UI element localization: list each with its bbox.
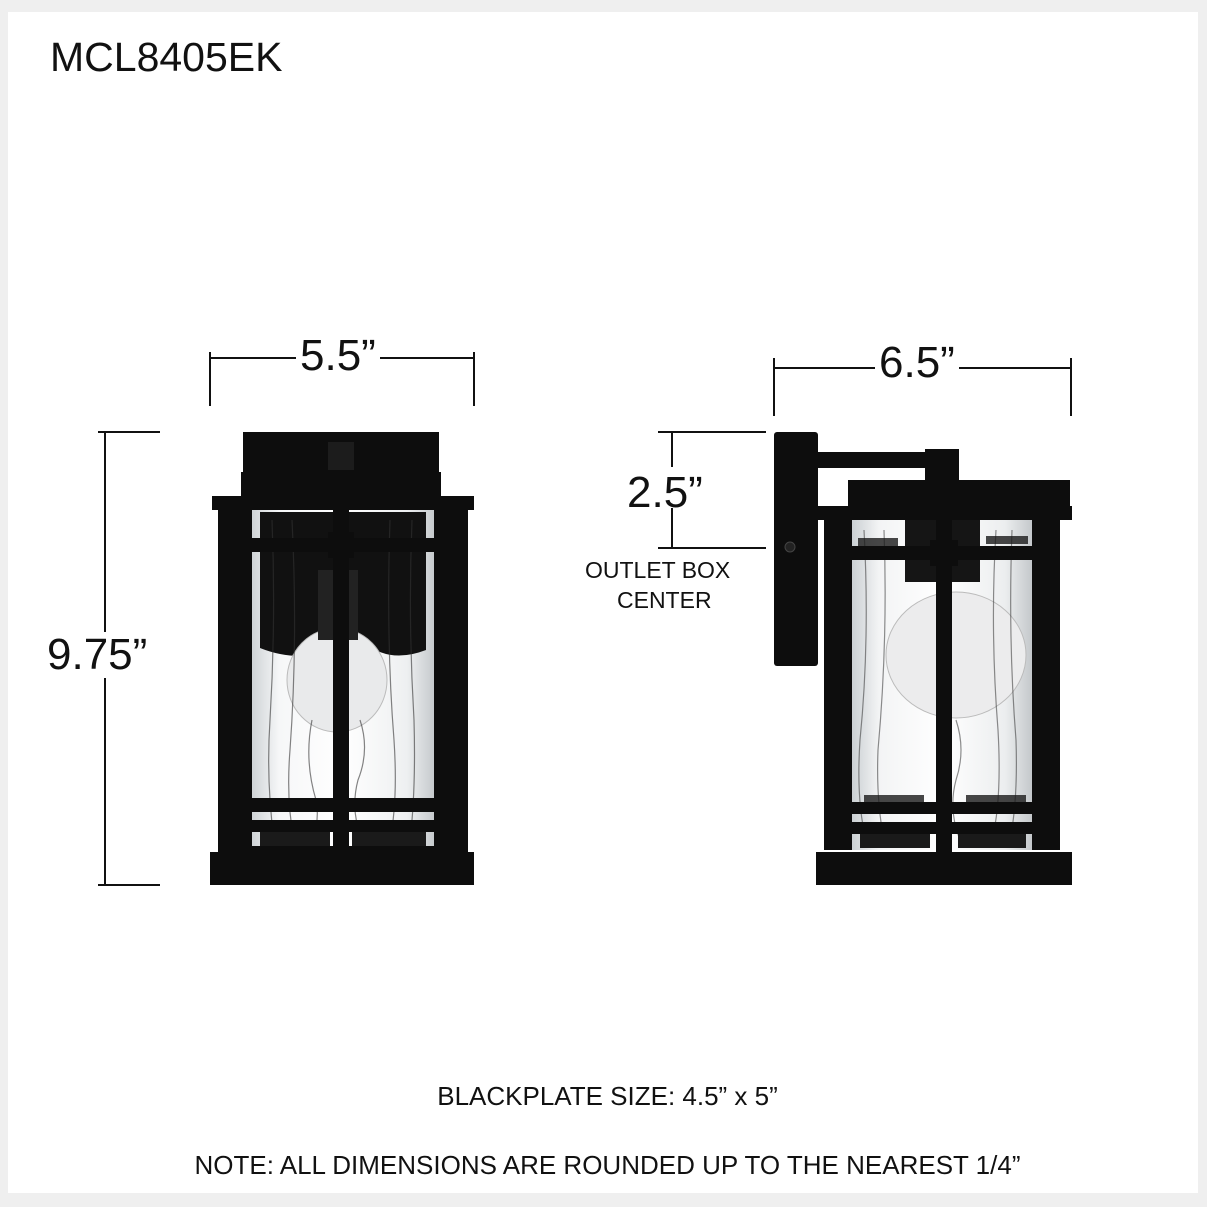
side-lantern-illustration <box>774 432 1072 885</box>
side-depth-tick-right <box>1070 358 1072 416</box>
front-height-tick-top <box>98 431 160 433</box>
outlet-offset-tick-top <box>658 431 766 433</box>
side-depth-tick-left <box>773 358 775 416</box>
outlet-offset-tick-bottom <box>658 547 766 549</box>
model-number-title: MCL8405EK <box>50 34 283 80</box>
front-height-label: 9.75” <box>43 632 152 678</box>
side-depth-label: 6.5” <box>875 340 959 386</box>
outlet-box-caption-line1: OUTLET BOX <box>585 557 731 583</box>
front-width-tick-right <box>473 352 475 406</box>
front-lantern-illustration <box>210 432 474 885</box>
dimension-rounding-note: NOTE: ALL DIMENSIONS ARE ROUNDED UP TO T… <box>194 1150 1021 1180</box>
outlet-offset-label: 2.5” <box>627 468 703 517</box>
backplate-size-text: BLACKPLATE SIZE: 4.5” x 5” <box>437 1081 778 1111</box>
outlet-box-caption-line2: CENTER <box>617 587 712 613</box>
front-height-tick-bottom <box>98 884 160 886</box>
outlet-offset-line-lower <box>671 508 673 548</box>
front-width-tick-left <box>209 352 211 406</box>
outlet-offset-line-upper <box>671 432 673 467</box>
front-width-label: 5.5” <box>296 333 380 379</box>
